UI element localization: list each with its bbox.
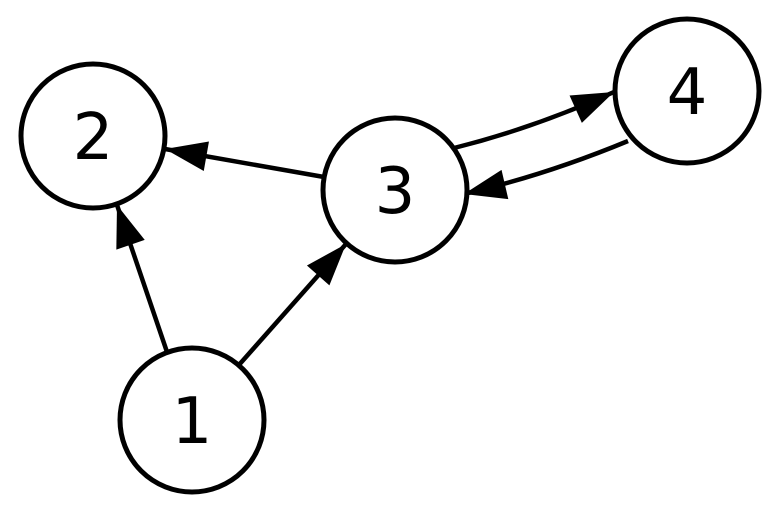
edge-3-to-4	[453, 89, 615, 151]
edge-4-to-3	[463, 138, 629, 200]
node-1: 1	[117, 345, 267, 495]
edge-3-to-2	[164, 141, 325, 180]
nodes-layer: 1 2 3 4	[18, 16, 762, 495]
edge-1-to-2	[114, 204, 170, 353]
node-label-1: 1	[172, 385, 213, 459]
node-label-3: 3	[375, 155, 416, 229]
edge-1-to-3	[236, 242, 348, 368]
node-4: 4	[612, 16, 762, 166]
node-circle-2	[18, 61, 168, 211]
node-2: 2	[18, 61, 168, 211]
node-circle-1	[117, 345, 267, 495]
node-label-2: 2	[73, 101, 114, 175]
node-3: 3	[320, 115, 470, 265]
node-circle-4	[612, 16, 762, 166]
edges-layer	[114, 89, 629, 368]
node-circle-3	[320, 115, 470, 265]
node-label-4: 4	[667, 56, 708, 130]
